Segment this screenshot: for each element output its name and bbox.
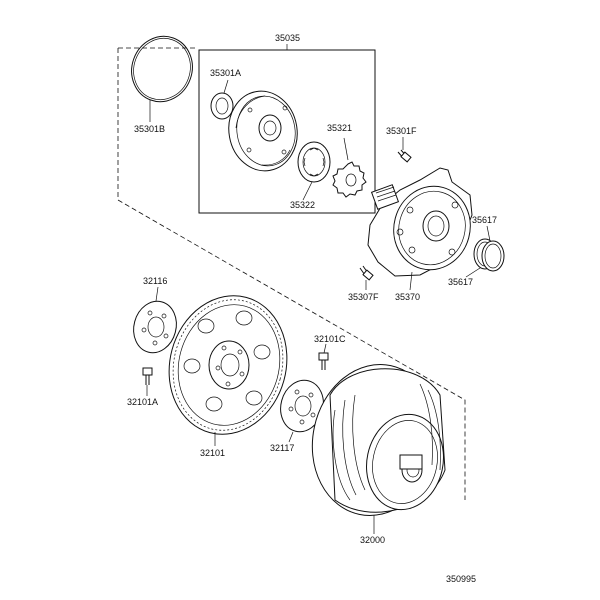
assembly-outline [117,47,466,500]
pump-assembly-35370 [367,167,473,291]
seal-rings-35617 [465,225,505,278]
bolt-35307F [359,265,374,290]
label-35617-top: 35617 [472,215,497,225]
label-32101A: 32101A [127,397,158,407]
o-ring-35301B [131,35,193,122]
bolt-32101A [142,367,153,396]
flexplate-32101 [168,295,288,446]
label-32117: 32117 [270,443,294,453]
spacer-plate-32116 [133,286,177,354]
torque-converter-32000 [311,364,446,534]
label-35307F: 35307F [348,292,379,302]
gear-ring-35322 [297,141,331,201]
oil-seal-35301A [210,79,234,120]
label-35035: 35035 [275,33,300,43]
label-32101: 32101 [200,448,225,458]
bolt-35301F [397,137,412,163]
part-labels: 35035 35301A 35301B 35321 35322 35301F 3… [127,33,497,584]
diagram-code: 350995 [446,574,476,584]
label-35321: 35321 [327,123,352,133]
label-32000: 32000 [360,535,385,545]
pump-body-35035 [228,90,298,172]
label-35370: 35370 [395,292,420,302]
label-35301A: 35301A [210,68,241,78]
label-32116: 32116 [143,276,167,286]
drive-gear-35321 [332,137,367,198]
label-35301B: 35301B [134,124,165,134]
label-35617-bottom: 35617 [448,277,473,287]
label-32101C: 32101C [314,334,346,344]
bolt-32101C [318,343,329,370]
kit-box-35035 [198,44,376,214]
label-35301F: 35301F [386,126,417,136]
label-35322: 35322 [290,200,315,210]
